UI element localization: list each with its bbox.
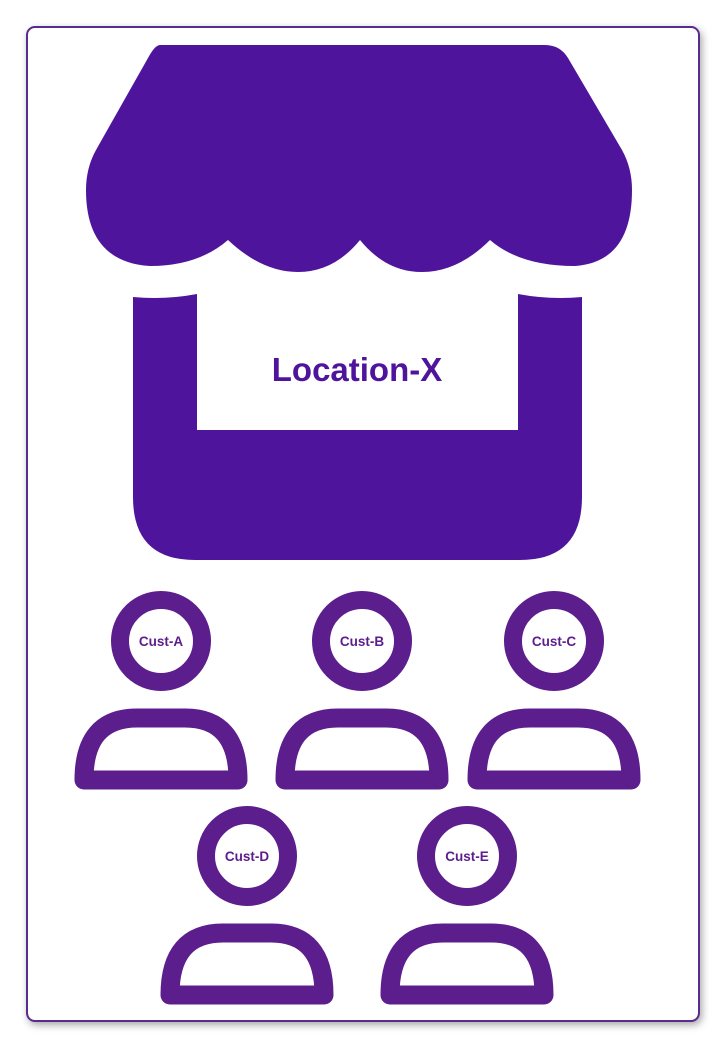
store-base xyxy=(133,294,582,560)
person-head xyxy=(504,591,604,691)
customer-icon: Cust-E xyxy=(380,806,554,1005)
person-body xyxy=(380,923,554,1005)
person-body xyxy=(74,708,248,790)
store-label: Location-X xyxy=(272,351,443,388)
customer-label: Cust-C xyxy=(532,634,576,649)
person-head xyxy=(417,806,517,906)
person-body xyxy=(275,708,449,790)
person-head xyxy=(111,591,211,691)
person-body xyxy=(160,923,334,1005)
customer-label: Cust-E xyxy=(445,849,489,864)
customer-label: Cust-D xyxy=(225,849,269,864)
store-awning xyxy=(86,45,632,272)
customer-icon: Cust-B xyxy=(275,591,449,790)
customer-icon: Cust-A xyxy=(74,591,248,790)
customer-icon: Cust-C xyxy=(467,591,641,790)
person-head xyxy=(312,591,412,691)
customer-label: Cust-B xyxy=(340,634,384,649)
customer-icon: Cust-D xyxy=(160,806,334,1005)
store-icon: Location-X xyxy=(86,45,632,560)
customer-label: Cust-A xyxy=(139,634,183,649)
person-body xyxy=(467,708,641,790)
person-head xyxy=(197,806,297,906)
